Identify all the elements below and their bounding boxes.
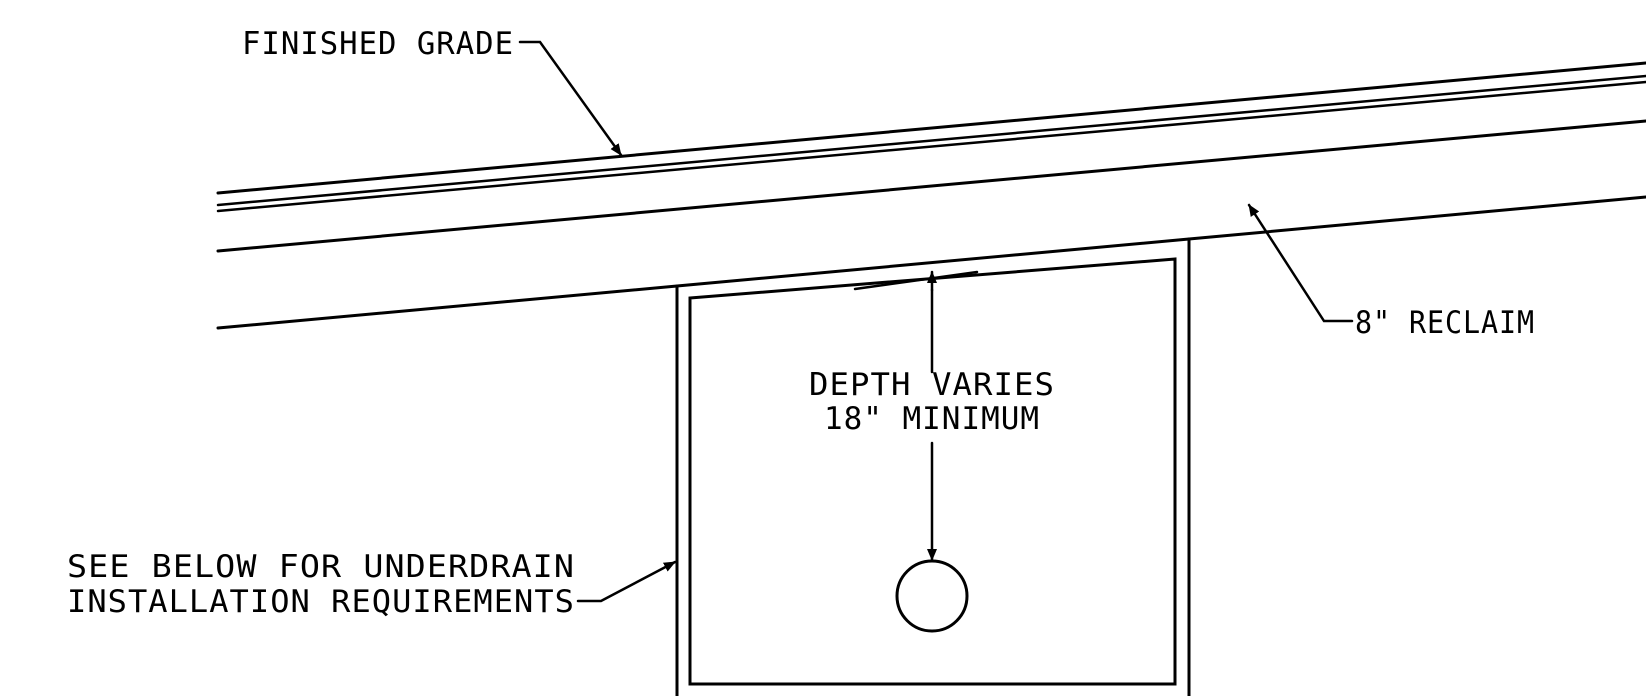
- depth-label-line2: 18" MINIMUM: [824, 401, 1040, 437]
- finished-grade-leader: [518, 40, 623, 157]
- finished-grade-label: FINISHED GRADE: [242, 26, 514, 62]
- underdrain-pipe: [895, 559, 969, 633]
- underdrain-leader: [576, 560, 677, 603]
- underdrain-note-line2: INSTALLATION REQUIREMENTS: [67, 584, 575, 620]
- trench-top-edge: [675, 237, 1191, 288]
- surface-layer-line-2: [216, 80, 1646, 213]
- reclaim-top-line: [216, 119, 1646, 253]
- surface-layer-line-1: [216, 74, 1646, 207]
- reclaim-leader: [1247, 203, 1354, 323]
- finished-grade-top-line: [216, 61, 1646, 195]
- trench-outline: [675, 237, 1191, 696]
- finished-grade-lines: [216, 61, 1646, 213]
- underdrain-note-line1: SEE BELOW FOR UNDERDRAIN: [67, 549, 575, 585]
- fabric-wrap: [688, 257, 1177, 686]
- leader-lines: [518, 40, 1354, 603]
- depth-label-line1: DEPTH VARIES: [809, 367, 1055, 403]
- reclaim-label: 8" RECLAIM: [1355, 305, 1535, 341]
- dimension-extension-line: [853, 270, 979, 291]
- fabric-wrap-outline: [688, 257, 1177, 686]
- depth-dimension: [853, 270, 979, 562]
- reclaim-bottom-line-left: [216, 284, 679, 330]
